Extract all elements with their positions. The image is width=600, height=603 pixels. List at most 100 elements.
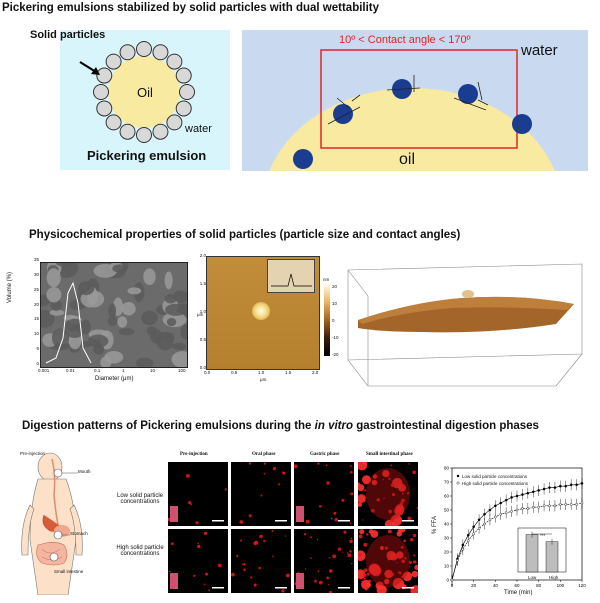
afm-3d-panel [342, 262, 592, 390]
ffa-xtick: 0 [451, 583, 454, 588]
microscopy-image [168, 529, 228, 593]
particle [152, 44, 169, 61]
tick-label: 35 [33, 257, 39, 262]
ffa-point [526, 491, 530, 495]
red-frame [320, 49, 518, 149]
sem-image [40, 262, 188, 368]
tick-label: 20 [33, 301, 39, 307]
ffa-point [526, 507, 530, 510]
particle [136, 127, 152, 143]
arrow-head [91, 67, 100, 75]
ffa-ytick: 70 [444, 480, 450, 485]
anatomy-figure [21, 452, 83, 596]
water-label-right: water [521, 42, 558, 59]
tick-label: 100 [178, 368, 186, 373]
particle [166, 114, 183, 131]
particle [512, 114, 532, 134]
microscopy-image [358, 462, 418, 526]
contact-angle-diagram [269, 49, 555, 171]
tick-label: 0.001 [38, 368, 50, 373]
inset-bar [545, 541, 559, 573]
ffa-ytick: 20 [444, 550, 450, 555]
ffa-point [575, 483, 578, 487]
mouth-marker [53, 468, 63, 478]
ffa-point [483, 512, 486, 516]
ffa-xtick: 40 [493, 583, 499, 588]
phase-label: Gastric phase [310, 452, 340, 457]
particle [175, 100, 192, 117]
ffa-point [515, 494, 519, 498]
legend-marker [456, 481, 460, 485]
particle [105, 53, 122, 70]
tick-label: 25 [33, 286, 39, 292]
tick-label: 0.01 [66, 368, 75, 373]
tick-label: 0.5 [199, 337, 206, 342]
microscopy-image [358, 529, 418, 593]
intestine-marker [49, 552, 59, 562]
tick-label: 1.0 [258, 370, 265, 375]
pickering-emulsion-panel: Oil water Pickering emulsion [60, 30, 230, 170]
particle [175, 67, 192, 84]
ffa-ytick: 60 [444, 494, 450, 499]
afm-image [206, 256, 320, 370]
ffa-point [466, 539, 470, 543]
tick-label: 0.0 [204, 370, 211, 375]
ffa-point [569, 483, 573, 487]
contact-angle-marks [327, 75, 489, 125]
stomach-marker [53, 530, 63, 540]
tick-label: 2.0 [312, 370, 319, 375]
ffa-ytick: 10 [444, 564, 450, 569]
tick-label: 1 [122, 368, 125, 373]
ffa-point [483, 522, 486, 526]
small-intestine-label: Small intestine [54, 569, 84, 574]
particle [179, 84, 195, 100]
ffa-legend-low: Low solid particle concentrations [462, 474, 528, 479]
afm-particle-spot [252, 302, 270, 320]
tick-label: -20 [332, 352, 339, 357]
afm-xunit: μm [260, 377, 267, 382]
ffa-xlabel: Time (min) [504, 590, 533, 596]
ffa-ytick: 80 [444, 466, 450, 471]
ffa-point [488, 518, 492, 522]
ffa-point [477, 518, 481, 522]
particle-ring [93, 41, 195, 143]
high-concentration-label: High solid particle concentrations [116, 545, 164, 557]
microscopy-image [294, 529, 354, 593]
ffa-point [531, 490, 535, 494]
ffa-point [499, 501, 503, 505]
afm-3d-box [347, 263, 583, 387]
phase-label: Pre-injection [180, 452, 208, 457]
ffa-chart-panel: 80706050403020100020406080100120 % FFA T… [432, 462, 592, 598]
ffa-legend-high: High solid particle concentrations [462, 481, 529, 486]
microscopy-image [168, 462, 228, 526]
ffa-point [564, 503, 568, 506]
tick-label: -10 [332, 335, 339, 340]
afm-3d-view [347, 263, 583, 387]
inset-bar [525, 534, 539, 573]
ffa-point [510, 510, 513, 513]
microscopy-image [231, 529, 291, 593]
particle [119, 44, 136, 61]
low-concentration-label: Low solid particle concentrations [116, 493, 164, 505]
ffa-point [515, 508, 519, 512]
microscopy-image [294, 462, 354, 526]
microscopy-grid: Pre-injection Oral phase Gastric phase S… [166, 452, 426, 594]
ffa-xtick: 80 [536, 583, 542, 588]
ffa-point [537, 489, 540, 492]
ffa-point [450, 578, 454, 582]
ffa-point [504, 511, 508, 515]
tick-label: 15 [33, 316, 39, 322]
solid-particles-label: Solid particles [30, 29, 106, 41]
legend-marker [456, 474, 460, 478]
ffa-point [548, 486, 551, 489]
particle [152, 123, 169, 140]
ffa-ytick: 50 [444, 508, 450, 513]
afm-yunit: μm [197, 312, 204, 317]
ffa-point [499, 512, 503, 516]
oil-label: Oil [137, 85, 153, 100]
pickering-label: Pickering emulsion [87, 148, 207, 163]
particle [96, 67, 113, 84]
